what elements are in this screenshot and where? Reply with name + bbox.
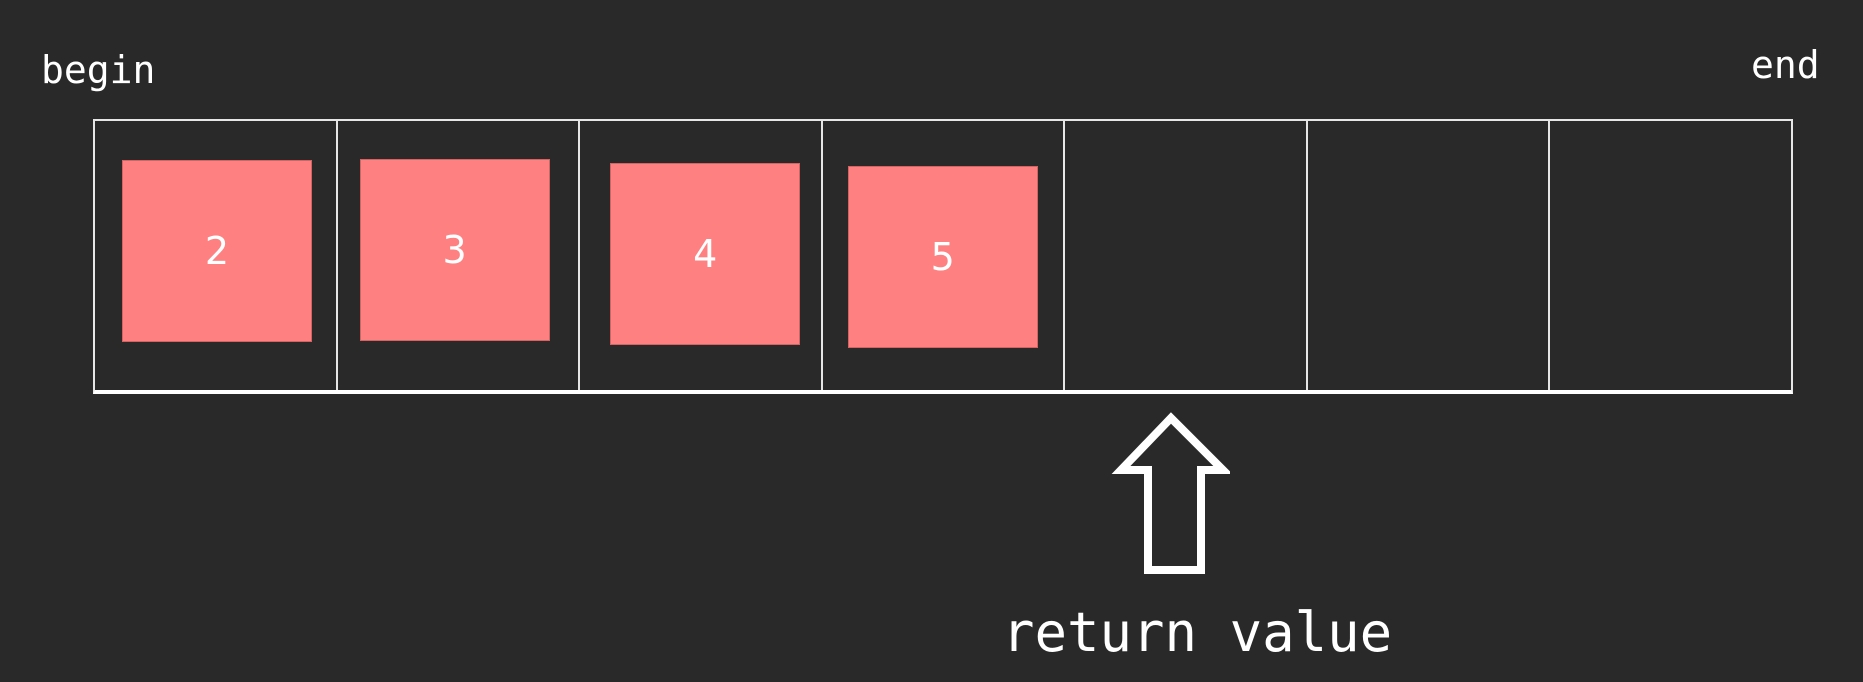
array-cell: 2 [95,121,338,390]
array-element: 2 [122,160,312,342]
element-value: 3 [442,228,467,272]
array-cell: 3 [338,121,581,390]
array-cell [1308,121,1551,390]
array-cell [1065,121,1308,390]
element-value: 2 [204,229,230,273]
array-cell: 5 [823,121,1066,390]
array-container: 2 3 4 5 [93,119,1793,394]
array-cell [1550,121,1791,390]
up-arrow-icon [1111,412,1230,574]
element-value: 4 [693,232,718,276]
array-cell: 4 [580,121,823,390]
array-element: 5 [847,166,1038,348]
array-element: 4 [610,163,801,345]
return-value-label: return value [1002,601,1393,664]
begin-label: begin [41,48,156,92]
array-element: 3 [359,159,550,341]
end-label: end [1751,43,1820,87]
element-value: 5 [930,235,955,279]
